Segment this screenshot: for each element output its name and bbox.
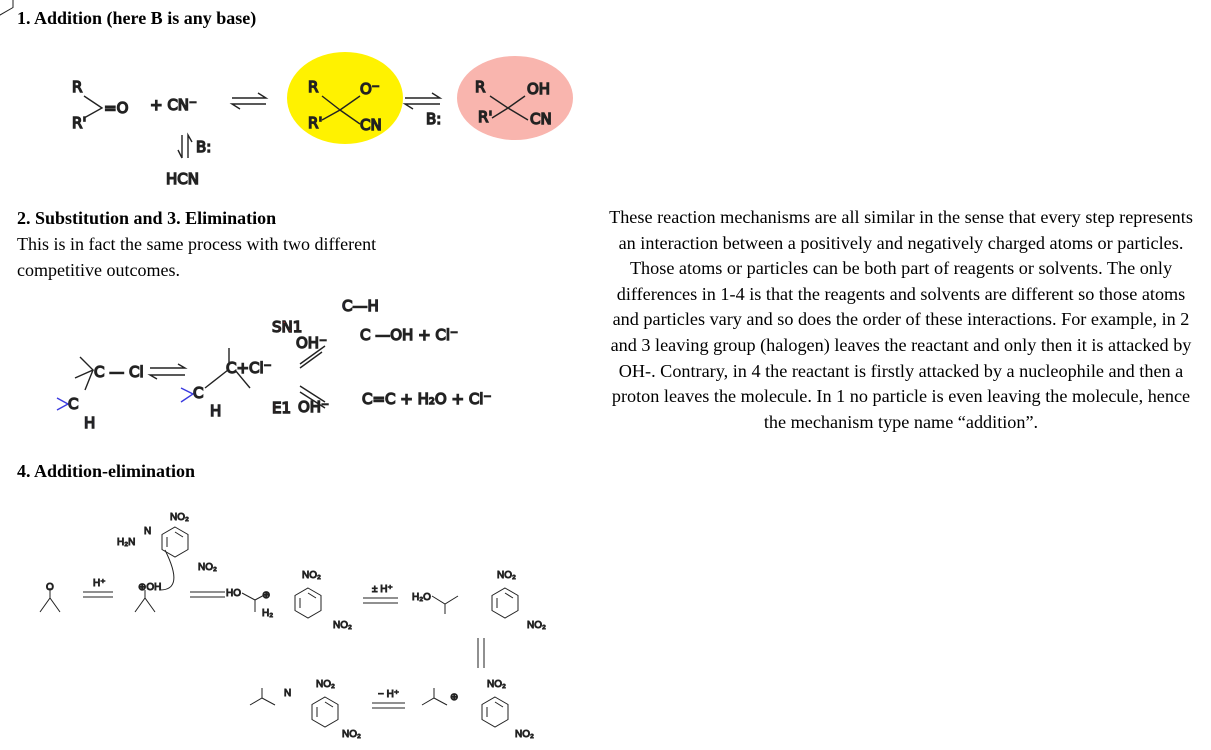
no2-label: NO₂: [333, 620, 352, 631]
oh-sn1: OH⁻: [296, 334, 327, 352]
methyl-h-2: H: [210, 402, 221, 420]
alkyl-chloride: C — Cl: [94, 363, 144, 381]
elimination-product: C=C + H₂O + Cl⁻: [362, 390, 491, 408]
no2-label: NO₂: [497, 570, 516, 581]
r-label-3: R: [475, 78, 485, 96]
hcn-label: HCN: [166, 170, 199, 188]
substitution-elimination-diagram: C — Cl C H C+Cl⁻ C H SN1 OH⁻ E1 OH⁻ C—H …: [56, 296, 492, 433]
e1-label: E1: [272, 399, 291, 417]
section-2-text-line2: competitive outcomes.: [17, 260, 180, 280]
plus-label: ⊕: [262, 590, 270, 601]
base-label-2: B:: [426, 110, 441, 128]
h2-label: H₂: [262, 608, 273, 619]
plus-label-2: ⊕: [450, 692, 458, 703]
hplus-label: H⁺: [93, 578, 106, 589]
no2-label: NO₂: [515, 729, 534, 740]
pm-hplus-label: ± H⁺: [372, 584, 393, 595]
o-label: O: [46, 582, 54, 593]
oh-label: OH: [527, 80, 550, 98]
n-label: N: [144, 526, 151, 537]
addition-elimination-diagram: NO₂ NO₂ H₂N N O H⁺ ⊕OH HO ⊕ H₂ NO₂ NO₂ ±…: [0, 0, 547, 741]
section-4-title: 4. Addition-elimination: [17, 461, 196, 481]
section-2-title: 2. Substitution and 3. Elimination: [17, 208, 277, 228]
no2-label: NO₂: [198, 562, 217, 573]
rp-label-2: R': [308, 114, 323, 132]
no2-label: NO₂: [302, 570, 321, 581]
cyanide: + CN⁻: [150, 96, 197, 114]
explanation-paragraph: These reaction mechanisms are all simila…: [609, 207, 1193, 432]
section-1-title: 1. Addition (here B is any base): [17, 8, 257, 28]
h2n-label: H₂N: [117, 537, 135, 548]
minus-hplus-label: − H⁺: [378, 689, 399, 700]
n-label: N: [284, 688, 291, 699]
sn1-label: SN1: [272, 318, 302, 336]
rp-label-3: R': [478, 108, 493, 126]
carbocation: C+Cl⁻: [226, 359, 272, 377]
protonated-oh: ⊕OH: [138, 582, 161, 593]
h2o-label: H₂O: [412, 592, 431, 603]
pink-highlight: [457, 56, 573, 140]
no2-label: NO₂: [342, 729, 361, 740]
o-minus-label: O⁻: [360, 80, 380, 98]
methyl-group-product: C—H: [342, 297, 379, 315]
base-label: B:: [196, 138, 211, 156]
no2-label: NO₂: [527, 620, 546, 631]
methyl-c-2: C: [193, 384, 203, 402]
section-2-text-line1: This is in fact the same process with tw…: [17, 234, 377, 254]
oh-e1: OH⁻: [298, 398, 329, 416]
no2-label: NO₂: [170, 512, 189, 523]
ho-label: HO: [226, 588, 241, 599]
cn-label-2: CN: [530, 110, 552, 128]
substitution-product: C —OH + Cl⁻: [360, 326, 458, 344]
rp-label: R': [72, 114, 87, 132]
yellow-highlight: [287, 52, 403, 144]
methyl-h: H: [84, 414, 95, 432]
addition-diagram: R R' =O + CN⁻ B: HCN R R' O⁻ CN B: R R' …: [71, 52, 573, 189]
carbonyl-o: =O: [104, 99, 128, 117]
no2-label: NO₂: [487, 679, 506, 690]
r-label: R: [72, 78, 82, 96]
methyl-c: C: [68, 395, 78, 413]
r-label-2: R: [308, 78, 318, 96]
cn-label: CN: [360, 116, 382, 134]
no2-label: NO₂: [316, 679, 335, 690]
